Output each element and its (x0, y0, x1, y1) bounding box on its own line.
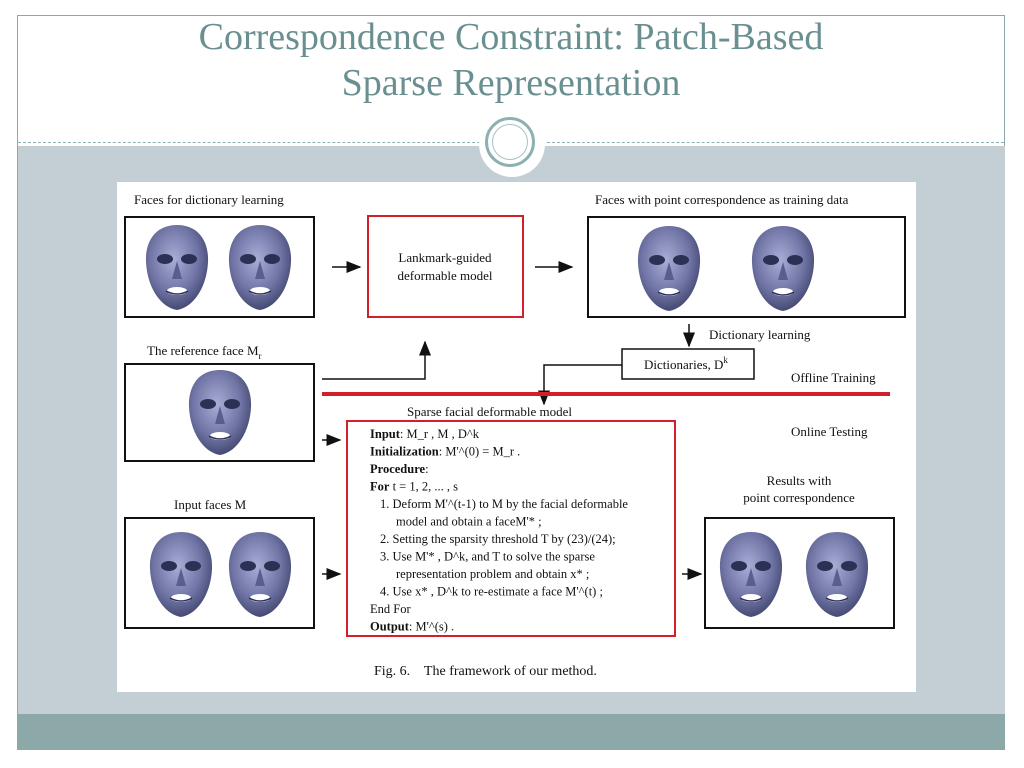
footer-band (18, 714, 1005, 750)
algorithm-line: 3. Use M'* , D^k, and T to solve the spa… (380, 550, 595, 564)
algorithm-text: 2. Setting the sparsity threshold T by (… (380, 532, 616, 546)
figure-caption: Fig. 6. The framework of our method. (374, 664, 597, 679)
algorithm-line: representation problem and obtain x* ; (396, 567, 589, 581)
algorithm-line: Procedure: (370, 462, 429, 476)
results-label-line-1: Results with (767, 473, 832, 488)
dictionaries-sup: k (723, 355, 728, 365)
algorithm-text: t = 1, 2, ... , s (389, 480, 458, 494)
sparse-model-label: Sparse facial deformable model (407, 404, 572, 419)
title-line-2: Sparse Representation (341, 62, 681, 104)
algorithm-keyword: For (370, 480, 390, 494)
algorithm-line: 1. Deform M'^(t-1) to M by the facial de… (380, 497, 628, 511)
algorithm-text: : M'^(0) = M_r . (439, 445, 520, 459)
face-image (149, 531, 213, 618)
sparse-model-box (346, 420, 676, 637)
algorithm-text: 1. Deform M'^(t-1) to M by the facial de… (380, 497, 628, 511)
dictionaries-box (621, 348, 755, 380)
input-faces-box (124, 517, 315, 629)
face-image (719, 531, 783, 618)
algorithm-text: : M_r , M , D^k (400, 427, 480, 441)
algorithm-line: Initialization: M'^(0) = M_r . (370, 445, 520, 459)
results-box (704, 517, 895, 629)
face-image (805, 531, 869, 618)
algorithm-keyword: Initialization (370, 445, 439, 459)
reference-face-sub: r (259, 351, 262, 361)
faces-correspondence-box (587, 216, 906, 318)
reference-face-box (124, 363, 315, 462)
faces-dictionary-label: Faces for dictionary learning (134, 192, 284, 207)
framework-diagram: Faces for dictionary learning Lankmark-g… (124, 192, 906, 679)
landmark-model-box (367, 215, 524, 318)
face-image (228, 224, 292, 311)
face-image (145, 224, 209, 311)
algorithm-text: representation problem and obtain x* ; (396, 567, 589, 581)
reference-face-text: The reference face M (147, 343, 259, 358)
results-label-line-2: point correspondence (743, 490, 855, 505)
algorithm-keyword: Output (370, 620, 410, 634)
algorithm-line: 2. Setting the sparsity threshold T by (… (380, 532, 616, 546)
algorithm-keyword: Input (370, 427, 401, 441)
algorithm-line: model and obtain a faceM'* ; (396, 515, 542, 529)
algorithm-text: 4. Use x* , D^k to re-estimate a face M'… (380, 585, 603, 599)
face-image (188, 369, 252, 456)
arrow (322, 340, 431, 380)
slide-title: Correspondence Constraint: Patch-Based S… (17, 14, 1005, 106)
input-faces-label: Input faces M (174, 497, 247, 512)
algorithm-line: Output: M'^(s) . (370, 620, 454, 634)
algorithm-line: Input: M_r , M , D^k (370, 427, 480, 441)
landmark-box-line-1: Lankmark-guided (398, 250, 492, 265)
algorithm-text: : (425, 462, 428, 476)
algorithm-line: End For (370, 602, 411, 616)
faces-correspondence-label: Faces with point correspondence as train… (595, 192, 849, 207)
face-image (637, 225, 701, 312)
dictionaries-label: Dictionaries, Dk (644, 355, 728, 372)
face-image (751, 225, 815, 312)
ring-icon (485, 117, 535, 167)
title-line-1: Correspondence Constraint: Patch-Based (198, 16, 824, 58)
face-image (228, 531, 292, 618)
algorithm-line: 4. Use x* , D^k to re-estimate a face M'… (380, 585, 603, 599)
dictionary-learning-label: Dictionary learning (709, 327, 811, 342)
algorithm-text: model and obtain a faceM'* ; (396, 515, 542, 529)
dictionaries-text: Dictionaries, D (644, 357, 723, 372)
algorithm-text: : M'^(s) . (409, 620, 454, 634)
landmark-box-line-2: deformable model (398, 268, 493, 283)
framework-figure: Faces for dictionary learning Lankmark-g… (117, 182, 916, 692)
algorithm-text: 3. Use M'* , D^k, and T to solve the spa… (380, 550, 595, 564)
offline-training-label: Offline Training (791, 370, 876, 385)
algorithm-keyword: Procedure (370, 462, 426, 476)
arrow (538, 364, 622, 406)
online-testing-label: Online Testing (791, 424, 868, 439)
faces-dictionary-box (124, 216, 315, 318)
reference-face-label: The reference face Mr (147, 343, 262, 361)
algorithm-line: For t = 1, 2, ... , s (370, 480, 458, 494)
algorithm-text: End For (370, 602, 411, 616)
